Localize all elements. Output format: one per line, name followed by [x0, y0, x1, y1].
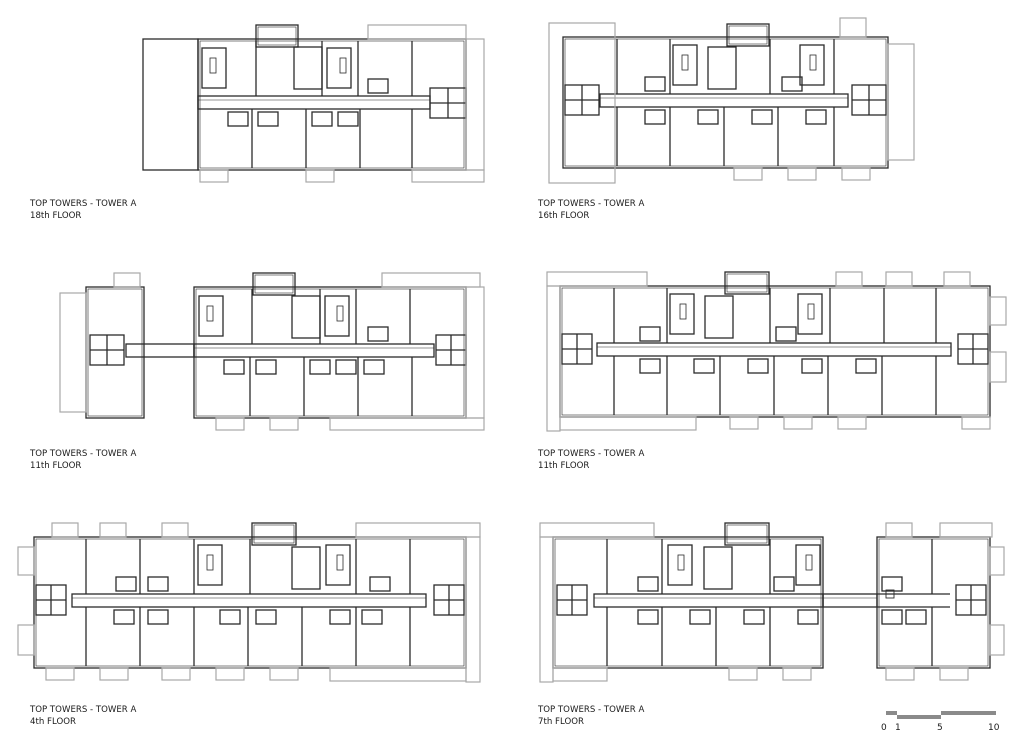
floor-name: 4th FLOOR: [30, 716, 76, 727]
tower-name: TOP TOWERS - TOWER A: [30, 705, 137, 715]
plan-caption-7th: TOP TOWERS - TOWER A 7th FLOOR: [538, 705, 644, 728]
scale-segment: [897, 715, 941, 719]
scale-segment: [886, 711, 897, 715]
plan-caption-11th-right: TOP TOWERS - TOWER A 11th FLOOR: [538, 449, 644, 472]
tower-name: TOP TOWERS - TOWER A: [30, 199, 137, 209]
floor-name: 11th FLOOR: [538, 460, 590, 471]
floor-name: 11th FLOOR: [30, 460, 82, 471]
tower-name: TOP TOWERS - TOWER A: [538, 199, 645, 209]
scale-tick-1: 1: [895, 723, 901, 733]
plan-caption-11th-left: TOP TOWERS - TOWER A 11th FLOOR: [30, 449, 136, 472]
floor-name: 18th FLOOR: [30, 210, 82, 221]
tower-name: TOP TOWERS - TOWER A: [30, 449, 137, 459]
plan-caption-18th: TOP TOWERS - TOWER A 18th FLOOR: [30, 199, 136, 222]
tower-name: TOP TOWERS - TOWER A: [538, 705, 645, 715]
floor-name: 16th FLOOR: [538, 210, 590, 221]
scale-tick-0: 0: [881, 723, 887, 733]
scale-bar: 0 1 5 10: [878, 707, 1008, 747]
floor-name: 7th FLOOR: [538, 716, 584, 727]
scale-bar-graphic: [886, 711, 996, 719]
plan-caption-16th: TOP TOWERS - TOWER A 16th FLOOR: [538, 199, 644, 222]
scale-tick-10: 10: [988, 723, 1000, 733]
scale-tick-5: 5: [937, 723, 943, 733]
scale-segment: [941, 711, 996, 715]
plan-caption-4th: TOP TOWERS - TOWER A 4th FLOOR: [30, 705, 136, 728]
tower-name: TOP TOWERS - TOWER A: [538, 449, 645, 459]
